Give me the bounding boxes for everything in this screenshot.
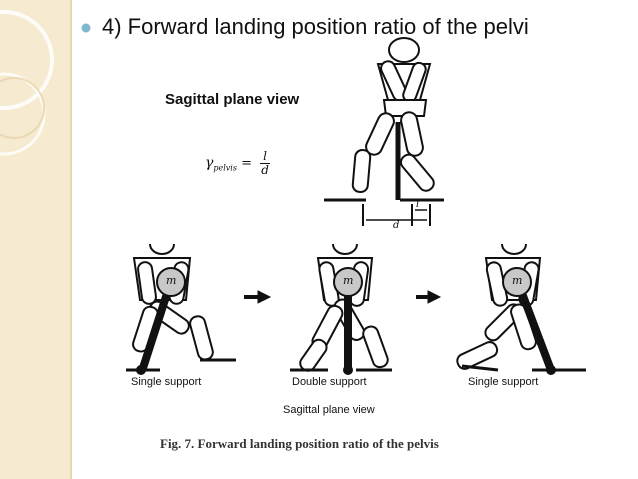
formula-numerator: l	[260, 150, 271, 164]
top-view-title: Sagittal plane view	[165, 91, 300, 108]
walker-double-support	[290, 243, 392, 375]
bottom-view-title: Sagittal plane view	[283, 404, 375, 416]
phase-label-single-support: Single support	[468, 376, 539, 388]
mass-label: m	[166, 274, 177, 287]
pelvis-ratio-formula: γpelvis = l d	[205, 150, 271, 177]
formula-denominator: d	[261, 163, 269, 177]
walker-single-support-2	[456, 243, 586, 375]
arrow-right-icon	[244, 290, 272, 304]
mass-label: m	[343, 274, 354, 287]
formula-symbol: γ	[205, 155, 214, 171]
top-walker-figure	[351, 37, 435, 194]
dimension-l-label: l	[416, 199, 420, 210]
dimension-d-label: d	[393, 220, 400, 231]
formula-subscript: pelvis	[213, 163, 237, 173]
formula-equals: =	[241, 156, 253, 171]
ring-ornament-icon	[0, 10, 54, 156]
formula-fraction: l d	[260, 150, 271, 177]
bullet-icon	[81, 23, 91, 33]
walker-single-support-1	[126, 243, 236, 375]
mass-label: m	[512, 274, 523, 287]
phase-label-single-support: Single support	[131, 376, 202, 388]
decorative-side-band	[0, 0, 70, 479]
bullet-text: 4) Forward landing position ratio of the…	[102, 14, 529, 39]
phase-label-double-support: Double support	[292, 376, 367, 388]
side-band-edge	[70, 0, 72, 479]
arrow-right-icon	[416, 290, 442, 304]
figure-caption: Fig. 7. Forward landing position ratio o…	[160, 436, 439, 451]
